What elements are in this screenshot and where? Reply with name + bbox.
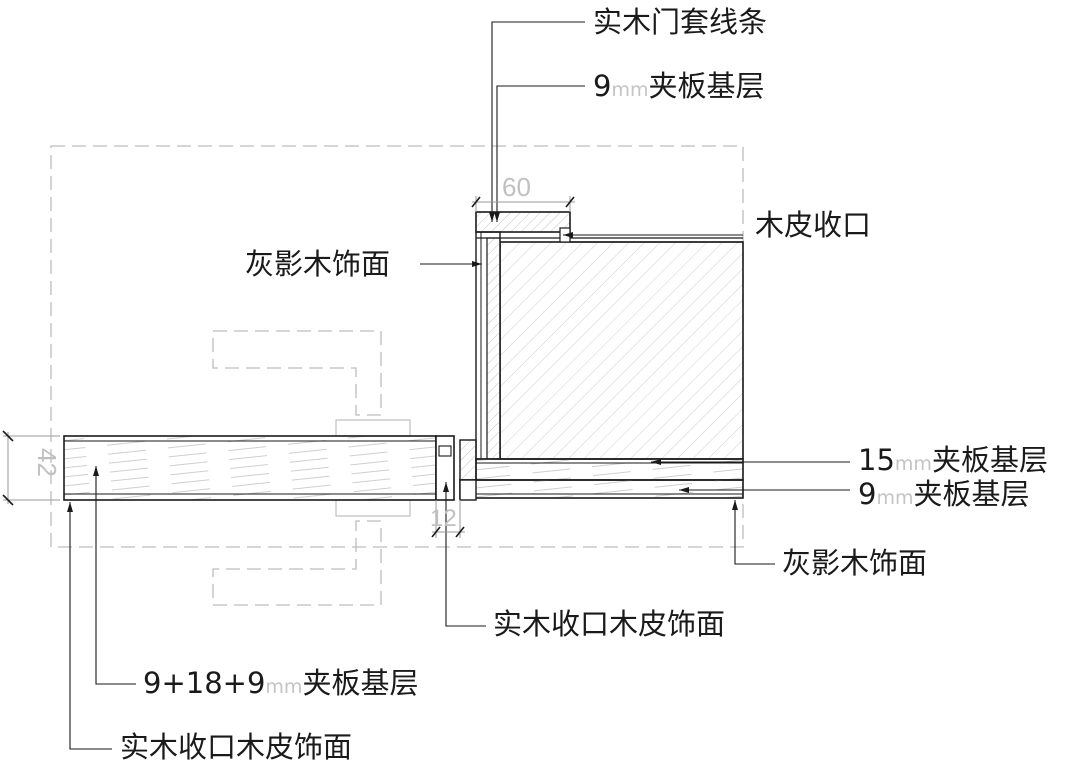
leader-solid-wood-edge-bottom [69,502,112,750]
label-plywood-15-text: 夹板基层 [931,443,1048,477]
label-plywood-stack: 9+18+9mm夹板基层 [143,669,418,698]
label-solid-wood-edge-mid: 实木收口木皮饰面 [493,607,726,641]
plywood-9mm [459,479,744,499]
dimension-casing-width: 60 [502,172,531,202]
label-door-casing-trim: 实木门套线条 [593,5,768,39]
label-plywood-9-top-text: 夹板基层 [648,69,765,103]
leader-door-casing-trim [491,21,585,222]
dimension-gap: 12 [430,505,457,532]
label-plywood-15-num: 15 [858,443,895,477]
wall-block-hatched [499,241,744,460]
label-plywood-9-right-text: 夹板基层 [913,477,1030,511]
leader-solid-wood-edge-mid [445,482,486,627]
label-plywood-stack-text: 夹板基层 [302,666,419,700]
leader-plywood-stack [95,466,136,685]
jamb-plywood-hatched [486,237,501,460]
label-plywood-stack-num: 9+18+9 [143,666,266,700]
label-plywood-15: 15mm夹板基层 [858,446,1048,475]
label-plywood-9-right-num: 9 [858,477,877,511]
door-panel [63,435,437,501]
label-plywood-9-right: 9mm夹板基层 [858,480,1030,509]
label-plywood-9-top-unit: mm [611,79,649,101]
leader-plywood-9-top [496,85,585,222]
handle-rose-lower [335,499,411,517]
handle-rose-upper [335,419,411,437]
leader-gray-wood-right [734,500,775,565]
label-plywood-stack-unit: mm [265,676,303,698]
door-stop [459,439,477,481]
label-plywood-15-unit: mm [894,453,932,475]
handle-dashed-lower [212,520,382,606]
label-gray-wood-left: 灰影木饰面 [245,247,391,281]
label-plywood-9-top: 9mm夹板基层 [593,72,765,101]
label-plywood-9-top-num: 9 [593,69,612,103]
handle-dashed-upper [212,330,382,416]
dimension-door-thickness: 42 [32,448,62,477]
label-veneer-edge-top: 木皮收口 [755,208,872,242]
label-gray-wood-right: 灰影木饰面 [782,546,928,580]
label-solid-wood-edge-bottom: 实木收口木皮饰面 [120,730,353,764]
casing-trim [475,211,571,233]
label-plywood-9-right-unit: mm [876,487,914,509]
